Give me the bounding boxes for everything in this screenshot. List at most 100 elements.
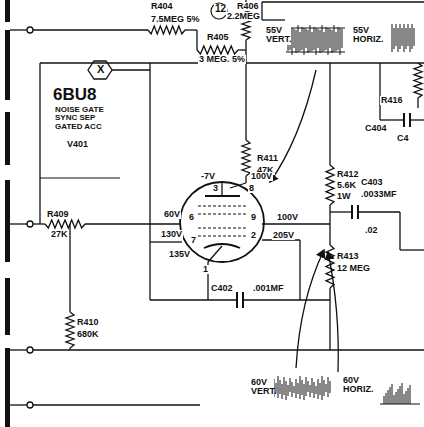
wire	[329, 205, 330, 245]
wire	[292, 28, 293, 55]
wire	[404, 24, 405, 52]
pin-number: 3	[212, 184, 219, 193]
wire	[286, 28, 345, 29]
wire	[306, 29, 307, 48]
wire	[340, 28, 341, 55]
wire	[320, 30, 321, 53]
pin-number: 9	[250, 213, 257, 222]
wire	[410, 385, 411, 404]
tube-envelope	[180, 182, 264, 262]
part-name: R416	[380, 96, 404, 105]
wire	[312, 378, 313, 393]
wire	[386, 393, 387, 404]
capacitor-value: .0033MF	[360, 190, 398, 199]
capacitor-symbol	[403, 113, 405, 127]
wire	[414, 28, 415, 46]
pin-number: 2	[250, 231, 257, 240]
wire	[310, 25, 311, 52]
capacitor-value: .02	[364, 226, 379, 235]
wire	[394, 28, 395, 49]
pin-number: 1	[202, 265, 209, 274]
wire	[314, 27, 315, 50]
wire	[85, 223, 180, 224]
wire	[404, 394, 405, 404]
wire	[304, 28, 305, 55]
wire	[262, 19, 285, 20]
wire	[112, 69, 150, 70]
wire	[329, 63, 330, 165]
wire	[396, 392, 397, 404]
connector-strip	[5, 348, 10, 427]
wire	[286, 381, 287, 400]
connector-strip	[5, 278, 10, 335]
terminal	[27, 402, 33, 408]
callout-circle	[211, 3, 227, 19]
wire	[290, 378, 291, 392]
wire	[388, 390, 389, 404]
voltage: 205V	[272, 231, 295, 240]
wire	[10, 404, 27, 405]
signal-level: 55V VERT.	[265, 26, 291, 45]
wire	[298, 25, 299, 52]
wire	[314, 382, 315, 398]
wire	[390, 387, 391, 404]
resistor-symbol	[414, 63, 422, 98]
capacitor-symbol	[351, 205, 353, 219]
wire	[316, 386, 317, 394]
wire	[261, 2, 262, 20]
tube-grid	[198, 235, 246, 236]
wire	[332, 30, 333, 53]
wire	[262, 223, 330, 224]
wire	[396, 24, 397, 46]
wire	[33, 404, 200, 405]
wire	[310, 385, 311, 397]
pin-number: 7	[190, 236, 197, 245]
tube-grid	[198, 213, 246, 214]
wire	[328, 377, 329, 397]
wire	[150, 241, 182, 242]
part-name: R412	[336, 170, 360, 179]
wire	[185, 29, 197, 30]
wire	[33, 29, 148, 30]
wire	[400, 249, 424, 250]
wire	[245, 176, 246, 183]
voltage: 135V	[168, 250, 191, 259]
wire	[399, 212, 400, 250]
wire	[330, 381, 331, 393]
wire	[294, 386, 295, 393]
voltage: 100V	[276, 213, 299, 222]
wire	[320, 383, 321, 395]
wire	[296, 30, 297, 53]
wire	[408, 24, 409, 46]
wire	[322, 376, 323, 400]
wire	[412, 24, 413, 49]
wire	[329, 288, 330, 350]
wire	[300, 32, 301, 51]
part-name: R405	[206, 33, 230, 42]
wire	[304, 384, 305, 400]
resistor-value: 27K	[50, 230, 69, 239]
wire	[33, 223, 45, 224]
wire	[296, 379, 297, 398]
wire	[406, 28, 407, 49]
resistor-symbol	[66, 312, 74, 348]
wire	[408, 388, 409, 404]
resistor-symbol	[45, 220, 85, 228]
capacitor-value: .001MF	[252, 284, 285, 293]
wire	[330, 29, 331, 48]
wire	[417, 98, 418, 108]
voltage: 130V	[160, 230, 183, 239]
callout-hexagon	[88, 61, 112, 79]
wire	[308, 381, 309, 392]
resistor-value: 12 MEG	[336, 264, 371, 273]
voltage: 100V	[250, 172, 273, 181]
wire	[394, 395, 395, 404]
wire	[262, 1, 424, 2]
wire	[318, 379, 319, 399]
part-name: R410	[76, 318, 100, 327]
wire	[40, 178, 120, 179]
wire	[312, 32, 313, 51]
wire	[149, 63, 150, 300]
resistor-symbol	[326, 165, 334, 205]
wire	[336, 32, 337, 51]
